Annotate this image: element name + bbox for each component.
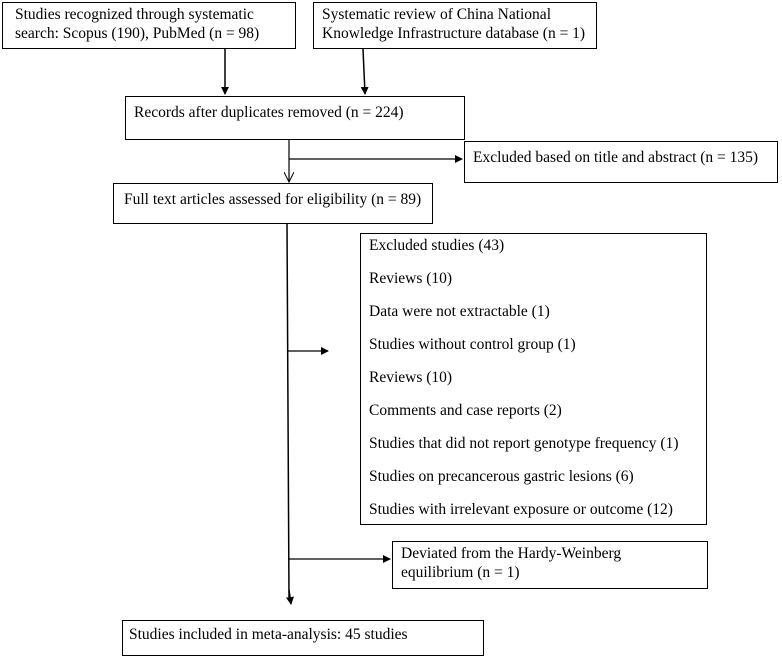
box-records-text: Records after duplicates removed (n = 22… <box>134 104 404 121</box>
main-vertical-line <box>286 223 290 599</box>
box-records-after-duplicates: Records after duplicates removed (n = 22… <box>125 96 465 140</box>
box-excluded-title-text: Excluded based on title and abstract (n … <box>473 149 759 166</box>
box-cnki-line-2: Knowledge Infrastructure database (n = 1… <box>322 25 586 42</box>
excluded-item-precancerous: Studies on precancerous gastric lesions … <box>369 468 634 485</box>
box-fulltext-text: Full text articles assessed for eligibil… <box>124 191 422 208</box>
excluded-item-reviews: Reviews (10) <box>369 270 453 287</box>
box-hardy-line-2: equilibrium (n = 1) <box>401 564 520 581</box>
box-hardy-weinberg: Deviated from the Hardy-Weinberg equilib… <box>392 541 708 589</box>
excluded-item-no-genotype: Studies that did not report genotype fre… <box>369 435 679 452</box>
box-included-text: Studies included in meta-analysis: 45 st… <box>129 626 408 643</box>
excluded-item-irrelevant: Studies with irrelevant exposure or outc… <box>369 501 673 518</box>
excluded-item-reviews-2: Reviews (10) <box>369 369 453 386</box>
box-included-studies: Studies included in meta-analysis: 45 st… <box>122 620 484 656</box>
box-cnki-line-1: Systematic review of China National <box>322 6 551 23</box>
arrow-cnki-to-records <box>360 48 369 95</box>
excluded-studies-header: Excluded studies (43) <box>369 237 505 254</box>
arrow-to-included <box>286 589 294 605</box>
excluded-item-comments: Comments and case reports (2) <box>369 402 562 419</box>
box-excluded-studies: Excluded studies (43) Reviews (10) Data … <box>360 233 707 525</box>
box-identified-line-1: Studies recognized through systematic <box>15 6 254 23</box>
box-cnki-review: Systematic review of China National Know… <box>313 2 597 49</box>
box-identified-line-2: search: Scopus (190), PubMed (n = 98) <box>15 25 260 42</box>
excluded-item-not-extractable: Data were not extractable (1) <box>369 303 550 320</box>
box-full-text-assessed: Full text articles assessed for eligibil… <box>113 183 433 224</box>
box-identified-studies: Studies recognized through systematic se… <box>2 2 296 49</box>
excluded-item-no-control: Studies without control group (1) <box>369 336 576 353</box>
box-hardy-line-1: Deviated from the Hardy-Weinberg <box>401 545 622 562</box>
box-excluded-title-abstract: Excluded based on title and abstract (n … <box>464 141 778 183</box>
